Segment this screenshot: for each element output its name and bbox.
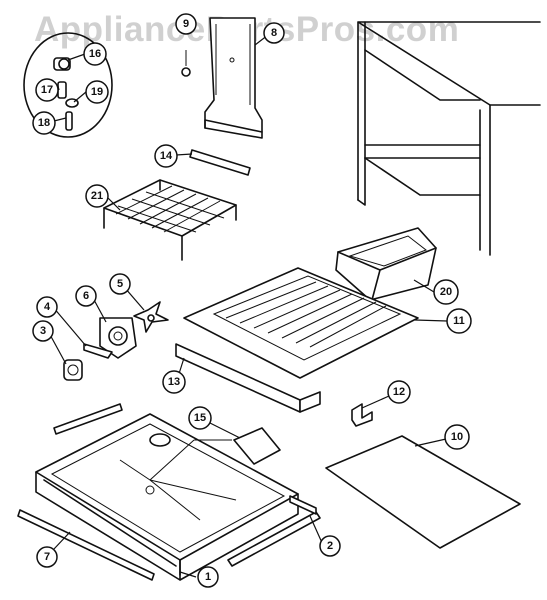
callout-label: 17: [41, 84, 53, 96]
callout-10: 10: [444, 424, 470, 450]
callout-label: 9: [183, 18, 189, 30]
fan-blade: [133, 301, 169, 333]
right-strip: [227, 495, 321, 567]
callout-label: 20: [440, 286, 452, 298]
callout-label: 5: [117, 278, 123, 290]
left-strip: [17, 403, 155, 581]
callout-label: 21: [91, 190, 103, 202]
callout-13: 13: [162, 370, 186, 394]
air-duct-cover: [204, 17, 263, 139]
callout-label: 18: [38, 117, 50, 129]
callout-14: 14: [154, 144, 178, 168]
callout-15: 15: [188, 406, 212, 430]
callout-4: 4: [36, 296, 58, 318]
callout-label: 8: [271, 27, 277, 39]
callout-label: 10: [451, 431, 463, 443]
callout-label: 16: [89, 48, 101, 60]
callout-17: 17: [35, 78, 59, 102]
callout-8: 8: [263, 22, 285, 44]
callout-19: 19: [85, 80, 109, 104]
callout-label: 19: [91, 86, 103, 98]
callout-label: 11: [453, 315, 465, 327]
crisper-pan: [335, 227, 437, 301]
callout-12: 12: [387, 380, 411, 404]
shelf-bracket: [351, 403, 373, 427]
fan-shroud: [99, 317, 137, 359]
shelf-front-trim: [175, 343, 321, 413]
motor-bracket: [83, 343, 113, 359]
callout-7: 7: [36, 546, 58, 568]
glass-shelf: [183, 267, 419, 379]
callout-16: 16: [83, 42, 107, 66]
back-panel: [325, 435, 521, 549]
callout-1: 1: [197, 566, 219, 588]
callout-5: 5: [109, 273, 131, 295]
callout-20: 20: [433, 279, 459, 305]
callout-2: 2: [319, 535, 341, 557]
callout-21: 21: [85, 184, 109, 208]
callout-label: 4: [44, 301, 51, 313]
callout-6: 6: [75, 285, 97, 307]
cabinet-outline: [357, 21, 541, 256]
callout-label: 7: [44, 551, 50, 563]
fastener-inset: [23, 32, 113, 138]
drain-cover: [233, 427, 281, 465]
callout-label: 3: [40, 325, 46, 337]
callout-label: 6: [83, 290, 89, 302]
support-bar: [189, 149, 251, 176]
callout-18: 18: [32, 111, 56, 135]
screw-part: [181, 50, 191, 77]
wire-shelf: [103, 179, 237, 261]
callout-11: 11: [446, 308, 472, 334]
fan-motor: [63, 359, 83, 381]
callout-label: 14: [160, 150, 173, 162]
callout-label: 13: [168, 376, 180, 388]
callout-label: 2: [327, 540, 333, 552]
callout-label: 1: [205, 571, 211, 583]
callout-label: 15: [194, 412, 206, 424]
callout-9: 9: [175, 13, 197, 35]
callout-3: 3: [32, 320, 54, 342]
callout-label: 12: [393, 386, 405, 398]
